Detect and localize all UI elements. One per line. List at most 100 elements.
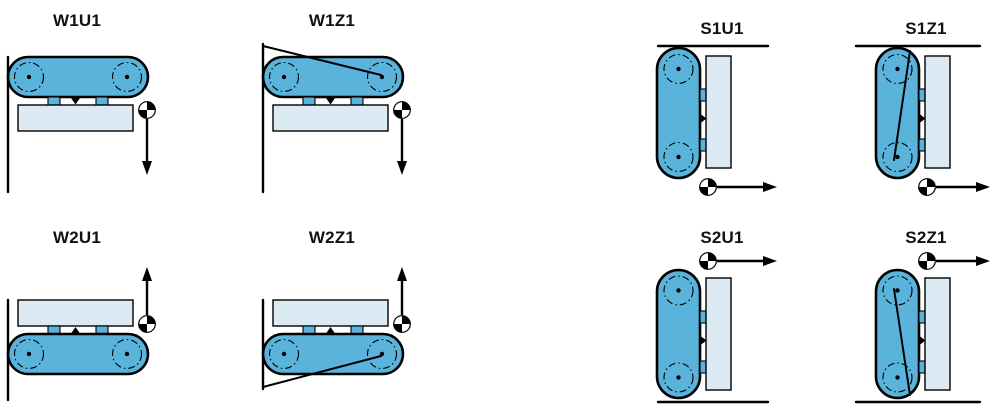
pulley-top-icon [663, 53, 694, 85]
pulley-left-hub [281, 74, 287, 80]
pulley-left-icon [268, 338, 300, 370]
carriage [924, 277, 951, 391]
diagram-w1z1 [261, 42, 411, 194]
pulley-left-icon [13, 338, 45, 370]
belt-diagonal [262, 355, 382, 388]
datum-symbol-icon [918, 178, 936, 196]
pulley-left-icon [268, 61, 300, 93]
center-mark-icon [700, 336, 707, 345]
mounting-tab [918, 138, 926, 152]
center-mark-icon [919, 114, 926, 123]
arrow-head-icon [763, 256, 777, 266]
pulley-bottom-icon [663, 141, 694, 173]
diagram-w2u1 [6, 267, 156, 402]
pulley-left-icon [13, 61, 45, 93]
pulley-right-icon [366, 61, 398, 93]
carriage [272, 104, 389, 132]
center-mark-icon [326, 327, 335, 334]
pulley-bottom-hub [895, 154, 900, 160]
pulley-top-hub [895, 66, 900, 72]
belt-unit [261, 332, 405, 376]
carriage [705, 277, 732, 391]
datum-symbol-icon [138, 101, 156, 119]
pulley-right-icon [111, 338, 143, 370]
datum-symbol-icon [918, 252, 936, 270]
arrow-head-icon [976, 182, 990, 192]
carriage [17, 104, 134, 132]
center-mark-icon [71, 327, 80, 334]
pulley-right-hub [124, 351, 130, 357]
pulley-top-hub [895, 288, 900, 293]
mounting-tab [350, 96, 364, 106]
belt-diagonal [893, 288, 911, 396]
pulley-bottom-hub [676, 154, 681, 160]
pulley-bottom-icon [882, 362, 913, 393]
pulley-left-hub [281, 351, 287, 357]
arrow-head-icon [763, 182, 777, 192]
diagram-title-w1u1: W1U1 [52, 11, 102, 30]
diagram-title-s2u1: S2U1 [700, 228, 744, 247]
pulley-top-icon [882, 53, 913, 85]
belt-unit [261, 55, 405, 99]
pulley-top-icon [882, 275, 913, 306]
mounting-tab [47, 96, 61, 106]
mounting-tab [95, 96, 109, 106]
diagram-title-s1z1: S1Z1 [905, 19, 947, 38]
mounting-tab [699, 360, 707, 374]
belt-unit [874, 46, 921, 180]
pulley-left-hub [26, 74, 32, 80]
carriage [17, 299, 134, 327]
arrow-head-icon [397, 267, 407, 281]
datum-symbol-icon [138, 315, 156, 333]
pulley-right-hub [124, 74, 130, 80]
carriage [272, 299, 389, 327]
mounting-tab [699, 310, 707, 324]
datum-symbol-icon [393, 101, 411, 119]
pulley-bottom-hub [676, 375, 681, 380]
diagram-w1u1 [6, 55, 156, 194]
diagram-title-w1z1: W1Z1 [308, 11, 356, 30]
pulley-top-hub [676, 66, 681, 72]
center-mark-icon [71, 98, 80, 105]
belt-unit [874, 268, 921, 400]
belt-unit [655, 46, 702, 180]
mounting-tab [699, 88, 707, 102]
belt-unit [6, 55, 150, 99]
diagram-w2z1 [261, 267, 411, 391]
mounting-tab [918, 310, 926, 324]
center-mark-icon [700, 114, 707, 123]
carriage [705, 55, 732, 169]
pulley-right-icon [366, 338, 398, 370]
center-mark-icon [919, 336, 926, 345]
diagram-title-w2z1: W2Z1 [308, 228, 356, 247]
diagram-s2z1 [854, 252, 990, 404]
belt-diagonal [262, 45, 382, 76]
pulley-right-icon [111, 61, 143, 93]
pulley-bottom-icon [882, 141, 913, 173]
pulley-bottom-hub [895, 375, 900, 380]
diagram-s2u1 [655, 252, 777, 404]
arrow-head-icon [142, 267, 152, 281]
center-mark-icon [326, 98, 335, 105]
arrow-head-icon [142, 161, 152, 175]
belt-unit [655, 268, 702, 400]
diagram-s1u1 [655, 44, 777, 196]
diagram-title-w2u1: W2U1 [52, 228, 102, 247]
diagram-s1z1 [854, 44, 990, 196]
diagram-title-s2z1: S2Z1 [905, 228, 947, 247]
mounting-tab [699, 138, 707, 152]
diagram-title-s1u1: S1U1 [700, 19, 744, 38]
carriage [924, 55, 951, 169]
mounting-tab [918, 360, 926, 374]
datum-symbol-icon [393, 315, 411, 333]
pulley-top-hub [676, 288, 681, 293]
mounting-tab [918, 88, 926, 102]
datum-symbol-icon [699, 252, 717, 270]
mounting-tab [302, 96, 316, 106]
datum-symbol-icon [699, 178, 717, 196]
belt-unit [6, 332, 150, 376]
pulley-bottom-icon [663, 362, 694, 393]
pulley-left-hub [26, 351, 32, 357]
arrow-head-icon [397, 161, 407, 175]
